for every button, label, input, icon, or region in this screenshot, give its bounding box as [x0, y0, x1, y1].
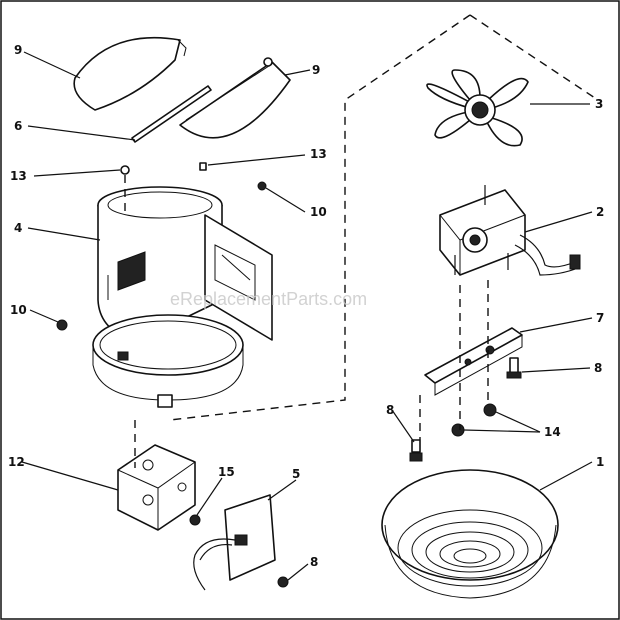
nut-left — [451, 423, 465, 437]
leader-lines — [21, 51, 593, 581]
callout-8-bottom: 8 — [310, 555, 318, 569]
grille — [381, 469, 559, 599]
callout-8-right: 8 — [594, 361, 602, 375]
callout-2: 2 — [596, 205, 604, 219]
pin-left — [120, 165, 130, 175]
screw-bottom — [277, 576, 289, 588]
callout-10-top: 10 — [310, 205, 327, 219]
callout-4: 4 — [14, 221, 22, 235]
motor-assembly — [439, 185, 581, 276]
callout-13-right: 13 — [310, 147, 327, 161]
pin-right — [199, 162, 207, 171]
screw-lower-left — [409, 439, 423, 462]
callout-14: 14 — [544, 425, 561, 439]
callout-8-left: 8 — [386, 403, 394, 417]
callout-7: 7 — [596, 311, 604, 325]
nut-right — [483, 403, 497, 417]
screw-right — [506, 357, 522, 379]
screw-ground — [189, 514, 201, 526]
mounting-bracket — [424, 327, 523, 396]
callout-9-right: 9 — [312, 63, 320, 77]
callout-1: 1 — [596, 455, 604, 469]
callout-6: 6 — [14, 119, 22, 133]
fan-blade — [426, 69, 529, 147]
junction-box — [117, 444, 196, 531]
callout-5: 5 — [292, 467, 300, 481]
watermark-text: eReplacementParts.com — [170, 289, 367, 309]
callout-3: 3 — [595, 97, 603, 111]
damper-rod — [131, 85, 212, 143]
assembly-dashed-outline — [99, 14, 471, 421]
damper-flap-left — [73, 36, 187, 111]
receptacle-plate — [193, 494, 276, 591]
fan-housing — [92, 186, 273, 408]
assembly-dashed-outline-top — [469, 14, 599, 101]
callout-15: 15 — [218, 465, 235, 479]
screw-top — [257, 181, 267, 191]
callout-12: 12 — [8, 455, 25, 469]
screw-left — [56, 319, 68, 331]
callout-9-left: 9 — [14, 43, 22, 57]
callout-13-left: 13 — [10, 169, 27, 183]
callout-10-left: 10 — [10, 303, 27, 317]
damper-flap-right — [179, 57, 291, 139]
